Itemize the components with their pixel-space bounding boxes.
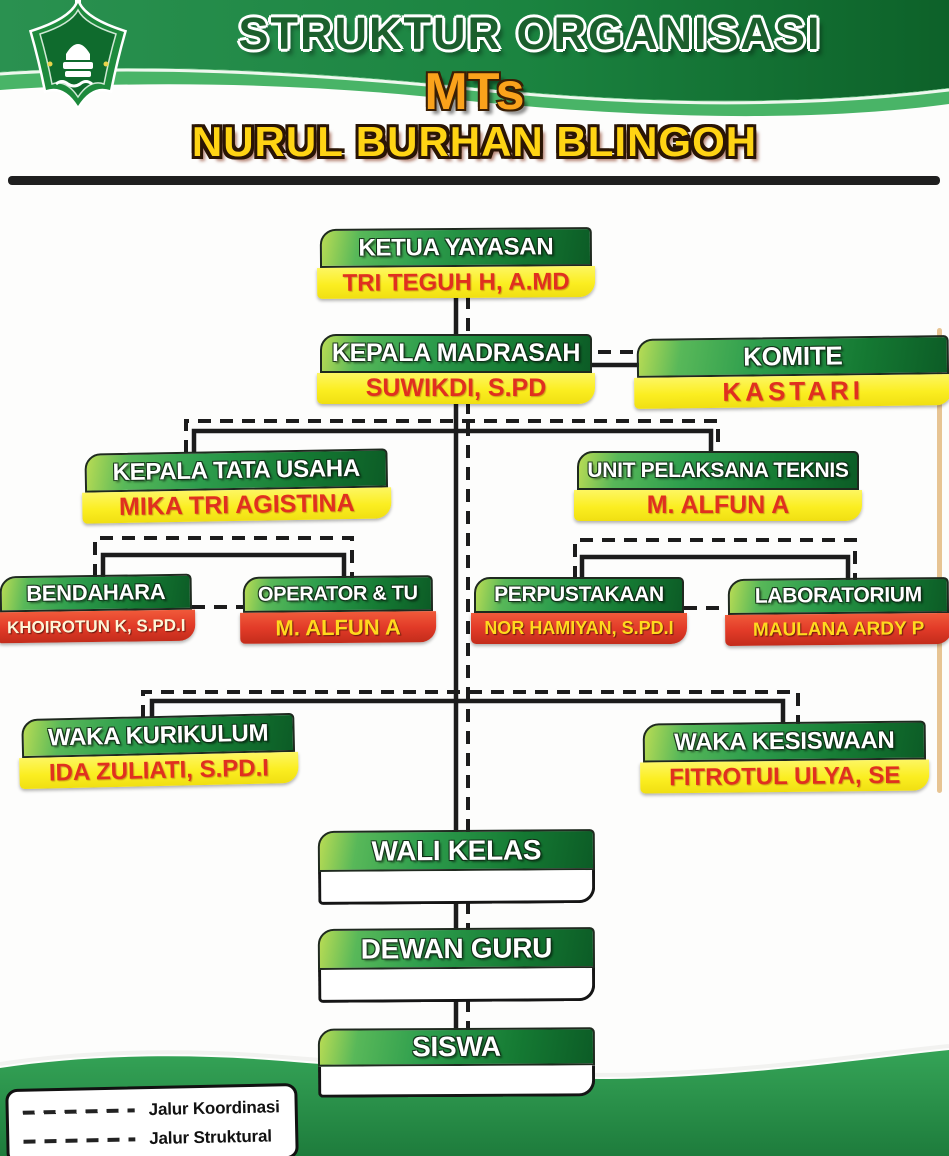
scan-edge-artifact: [937, 328, 942, 793]
poster-org-type: MTs: [424, 63, 525, 121]
node-person: TRI TEGUH H, A.MD: [317, 266, 596, 299]
org-node-dewan-guru: DEWAN GURU: [317, 927, 596, 1003]
legend-label: Jalur Koordinasi: [148, 1096, 280, 1119]
node-title: BENDAHARA: [0, 573, 193, 613]
org-node-kepala-tata-usaha: KEPALA TATA USAHA MIKA TRI AGISTINA: [82, 448, 392, 524]
header-banner-wave: [0, 0, 949, 117]
structural-lines: [100, 292, 851, 1032]
coordination-lines: [93, 296, 857, 1032]
node-person: NOR HAMIYAN, S.PD.I: [471, 613, 687, 644]
node-person: MAULANA ARDY P: [725, 613, 949, 646]
node-title: UNIT PELAKSANA TEKNIS: [577, 451, 859, 490]
org-node-komite: KOMITE KASTARI: [634, 335, 949, 409]
node-person: SUWIKDI, S.PD: [317, 373, 595, 404]
org-node-perpustakaan: PERPUSTAKAAN NOR HAMIYAN, S.PD.I: [471, 577, 687, 644]
node-title: WALI KELAS: [317, 829, 596, 872]
node-person: KASTARI: [634, 374, 949, 409]
org-node-laboratorium: LABORATORIUM MAULANA ARDY P: [725, 577, 949, 646]
node-title: KEPALA MADRASAH: [320, 334, 592, 373]
org-node-waka-kurikulum: WAKA KURIKULUM IDA ZULIATI, S.PD.I: [19, 712, 299, 790]
node-blank-field: [318, 870, 596, 905]
poster-title: STRUKTUR ORGANISASI: [238, 8, 822, 59]
poster-org-name: NURUL BURHAN BLINGOH: [191, 118, 758, 165]
node-person: KHOIROTUN K, S.PD.I: [0, 609, 196, 644]
org-node-wali-kelas: WALI KELAS: [317, 829, 596, 905]
node-title: DEWAN GURU: [317, 927, 596, 970]
legend-box: Jalur Koordinasi Jalur Struktural: [5, 1082, 299, 1156]
node-title: PERPUSTAKAAN: [474, 577, 684, 613]
node-title: LABORATORIUM: [727, 577, 949, 615]
dashed-line-sample: [23, 1136, 136, 1144]
node-person: MIKA TRI AGISTINA: [82, 487, 392, 524]
org-node-kepala-madrasah: KEPALA MADRASAH SUWIKDI, S.PD: [317, 334, 595, 404]
org-node-unit-pelaksana-teknis: UNIT PELAKSANA TEKNIS M. ALFUN A: [574, 451, 862, 521]
node-person: M. ALFUN A: [240, 611, 437, 644]
node-blank-field: [318, 1065, 596, 1098]
node-title: WAKA KESISWAAN: [642, 720, 927, 763]
node-person: M. ALFUN A: [574, 490, 862, 521]
node-title: WAKA KURIKULUM: [21, 712, 296, 759]
org-node-ketua-yayasan: KETUA YAYASAN TRI TEGUH H, A.MD: [317, 227, 596, 299]
legend-item-koordinasi: Jalur Koordinasi: [9, 1097, 295, 1123]
org-node-waka-kesiswaan: WAKA KESISWAAN FITROTUL ULYA, SE: [640, 720, 930, 794]
node-title: KOMITE: [636, 335, 949, 378]
legend-item-struktural: Jalur Struktural: [9, 1126, 295, 1152]
node-person: FITROTUL ULYA, SE: [640, 759, 930, 794]
dashed-line-sample: [22, 1107, 135, 1115]
header-divider-rule: [8, 176, 940, 185]
node-title: SISWA: [317, 1027, 596, 1067]
yayasan-logo-icon: [28, 0, 128, 111]
node-person: IDA ZULIATI, S.PD.I: [19, 751, 299, 790]
org-node-siswa: SISWA: [317, 1027, 596, 1098]
node-title: KEPALA TATA USAHA: [84, 448, 389, 493]
org-node-operator-tu: OPERATOR & TU M. ALFUN A: [240, 575, 437, 644]
node-title: OPERATOR & TU: [242, 575, 434, 613]
node-blank-field: [318, 968, 596, 1003]
legend-label: Jalur Struktural: [149, 1125, 272, 1148]
node-title: KETUA YAYASAN: [319, 227, 593, 268]
org-node-bendahara: BENDAHARA KHOIROTUN K, S.PD.I: [0, 573, 196, 644]
